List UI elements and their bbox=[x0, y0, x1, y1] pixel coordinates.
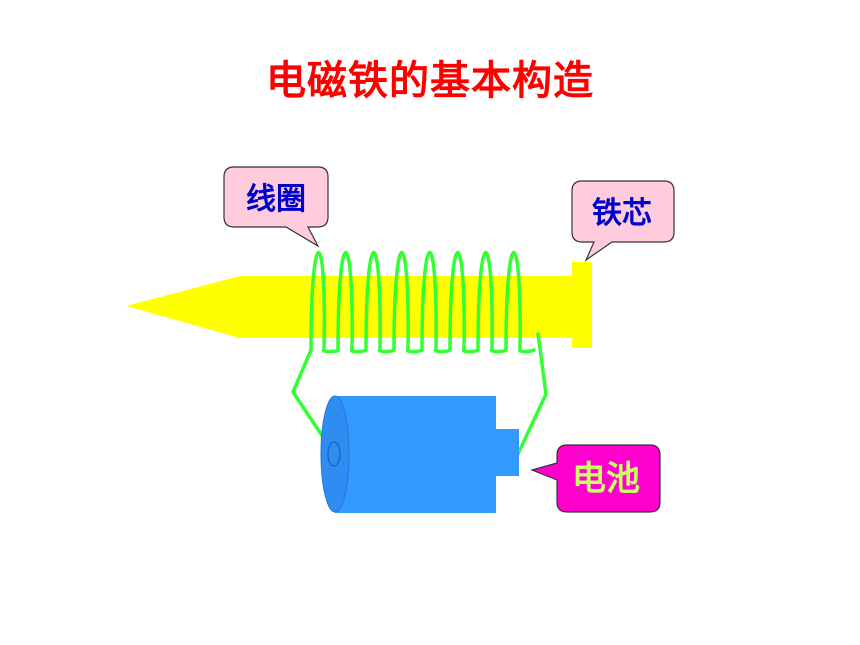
battery-callout-bubble bbox=[530, 444, 661, 513]
coil-label: 线圈 bbox=[246, 182, 306, 217]
coil-callout-bubble bbox=[223, 166, 329, 248]
coil-callout: 线圈 bbox=[223, 166, 329, 248]
iron-core-cap bbox=[572, 262, 592, 348]
page-title: 电磁铁的基本构造 bbox=[266, 57, 594, 104]
battery-end-face bbox=[320, 395, 350, 513]
iron-core-tip bbox=[126, 276, 240, 338]
iron-core bbox=[126, 262, 592, 348]
core-label: 铁芯 bbox=[592, 196, 652, 231]
coil-lead-right bbox=[516, 332, 548, 456]
battery-negative-ring bbox=[327, 441, 341, 467]
battery-label: 电池 bbox=[572, 459, 640, 499]
coil-lead-left bbox=[291, 348, 335, 454]
battery bbox=[320, 395, 519, 513]
battery-terminal bbox=[494, 429, 519, 476]
core-callout: 铁芯 bbox=[571, 180, 675, 262]
coil-windings bbox=[309, 251, 536, 354]
battery-body bbox=[335, 396, 496, 513]
coil bbox=[291, 251, 548, 456]
core-callout-bubble bbox=[571, 180, 675, 262]
battery-callout: 电池 bbox=[530, 444, 661, 513]
